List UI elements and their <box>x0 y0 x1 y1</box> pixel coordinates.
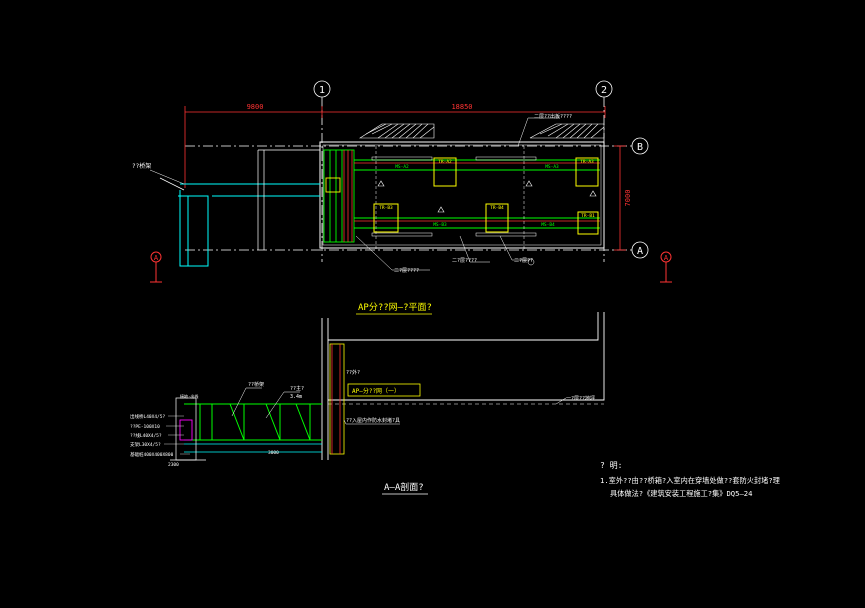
axis-label-b: B <box>637 142 643 153</box>
plan-label-bottom-2: 二?层???? <box>452 258 477 264</box>
section-layer-1: ??PE-100X10 <box>130 424 160 430</box>
section-dim-bottom-1: 3000 <box>268 450 279 456</box>
notes-line-2: 具体做法?《建筑安装工程施工?集》DQ5—24 <box>610 489 752 498</box>
stair-hatch-left <box>358 123 435 139</box>
section-riser <box>329 343 345 455</box>
tray-label-0: MS-A2 <box>395 164 409 170</box>
dim-height-span: 7000 <box>624 190 632 207</box>
section-label-cable: ??主? <box>290 385 304 392</box>
plan-detail-circle <box>527 258 535 266</box>
section-dim-bottom-2: 2300 <box>168 462 179 468</box>
plan-label-left: ??桥架 <box>132 162 151 170</box>
section-layer-3: 支架L30X4/5? <box>130 441 161 448</box>
axis-label-1: 1 <box>319 85 325 96</box>
plan-leaders <box>355 117 560 271</box>
section-label-gnd: 接地·出线 <box>180 393 198 399</box>
notes-heading: ? 明: <box>600 461 622 470</box>
tray-label-2: MS-B3 <box>433 222 447 228</box>
section-magenta-post <box>179 419 193 441</box>
section-layer-2: ??线L40X4/5? <box>130 432 162 439</box>
plan-title: AP分??网—?平面? <box>358 302 432 313</box>
section-outdoor-tray-cyan <box>184 443 322 453</box>
tray-label-1: MS-A3 <box>545 164 559 170</box>
section-layer-0: 出线桥L40X4/5? <box>130 413 165 420</box>
tray-label-3: MS-B4 <box>541 222 555 228</box>
plan-label-top-right: 二层??出板???? <box>534 113 572 120</box>
panel-boxes <box>373 157 599 235</box>
outdoor-trench <box>159 149 320 250</box>
axis-label-a: A <box>637 246 643 257</box>
indoor-tray-fixtures <box>371 146 537 250</box>
building-outline <box>319 141 605 249</box>
section-layer-4: 基础桩400X400X800 <box>130 451 174 458</box>
section-title: A—A剖面? <box>384 481 424 493</box>
dimension-lines <box>184 106 626 251</box>
axis-bubble-b <box>631 137 649 155</box>
section-leaders <box>231 387 400 425</box>
section-label-outdoor: ??入屋内作防水封堵?具 <box>346 417 400 424</box>
riser-red-lines <box>343 150 353 242</box>
section-support <box>170 397 206 461</box>
outdoor-cable-tray <box>178 183 320 267</box>
plan-label-bottom-3: 二?层?? <box>514 258 533 264</box>
section-mark-right-label: A <box>664 254 669 262</box>
axis-bubble-a <box>631 241 649 259</box>
section-label-bridge: ??桥架 <box>248 381 264 388</box>
section-mark-left-label: A <box>154 254 159 262</box>
section-marker-left <box>150 251 162 283</box>
riser-block <box>323 149 355 243</box>
panel-label-1: TR-A3 <box>580 159 594 165</box>
section-marker-right <box>660 251 672 283</box>
stair-hatch-right <box>529 123 605 139</box>
plan-label-bottom-1: 二?层???? <box>394 268 419 274</box>
indoor-tray-upper <box>354 159 600 171</box>
indoor-tray-lower <box>354 217 600 229</box>
axis-bubble-2 <box>595 80 613 98</box>
axis-bubble-1 <box>313 80 331 98</box>
section-label-height: 3.4m <box>290 394 302 400</box>
section-ap-label: AP—分??网（一） <box>352 387 400 395</box>
section-label-floor: 一?层??地坪 <box>566 395 595 402</box>
dim-left-span: 9800 <box>247 103 264 111</box>
dim-total-span: 18850 <box>451 103 472 111</box>
axis-label-2: 2 <box>601 85 607 96</box>
section-outdoor-tray <box>184 403 322 441</box>
panel-label-3: TR-B4 <box>490 205 504 211</box>
section-red-lines <box>331 344 341 454</box>
section-label-top: ??外? <box>346 369 360 376</box>
notes-line-1: 1.室外??由??桥箱?入室内在穿墙处做??套防火封堵?理 <box>600 476 780 485</box>
section-ap-label-box <box>347 383 421 397</box>
section-building-outline <box>321 312 605 460</box>
panel-label-0: TR-A2 <box>438 159 452 165</box>
plan-triangle-symbols <box>377 180 597 213</box>
panel-label-2: TR-B3 <box>379 205 393 211</box>
panel-label-4: TR-B1 <box>581 213 595 219</box>
section-layer-leaders <box>164 415 190 455</box>
